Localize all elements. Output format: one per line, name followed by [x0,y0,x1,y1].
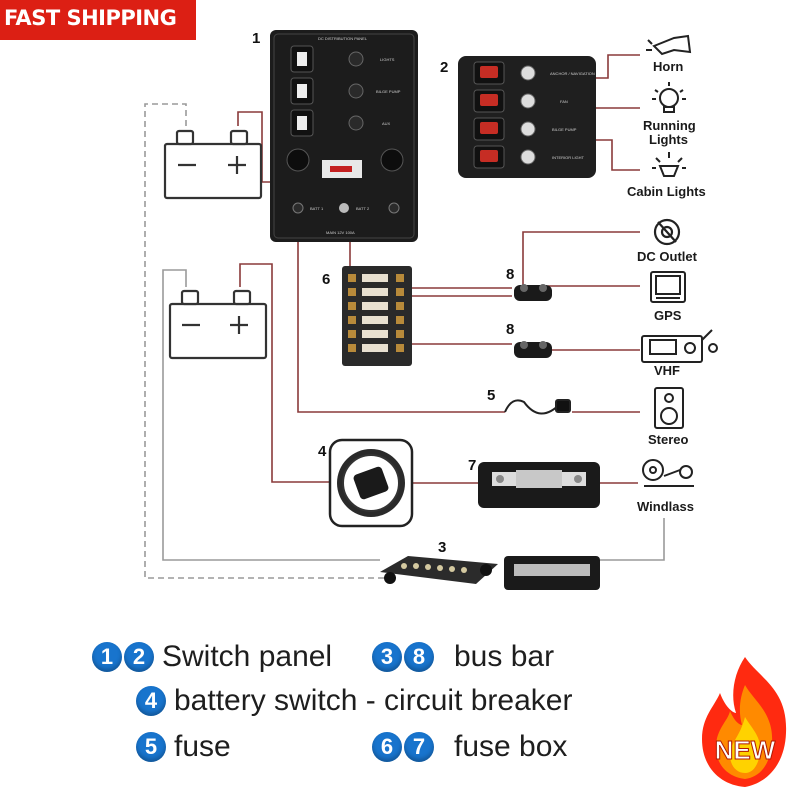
legend-text-fuse-box: fuse box [454,730,568,763]
banner-text: FAST SHIPPING [4,6,177,30]
switch-panel: DC DISTRIBUTION PANEL LIGHTS BILGE PUMP … [270,30,418,242]
rocker-to-cabin-lights-wire [596,139,640,171]
dc-outlet-label: DC Outlet [637,249,698,264]
battery-1 [163,129,263,200]
callout-4: 4 [318,443,327,460]
rocker-to-horn-wire [596,54,640,79]
stereo-speaker-icon [654,387,684,429]
breaker-switch-3 [290,109,364,137]
wires [144,54,665,579]
cabin-lights-icon [652,152,686,177]
legend-badge-1: 1 [92,642,122,672]
windlass-ground-wire [600,518,665,561]
inline-fuse [504,399,571,415]
legend-row-fuse: 5 fuse [136,730,231,764]
callout-7: 7 [468,457,476,474]
rocker-switch-panel: ANCHOR / NAVIGATION FAN BILGE PUMP INTER… [458,56,596,178]
legend-text-battery-switch: battery switch - circuit breaker [174,684,573,717]
fast-shipping-banner: FAST SHIPPING [0,0,196,40]
panel-batt1-label: BATT 1 [310,206,324,211]
new-badge-text: NEW [715,735,776,765]
rocker-label-3: BILGE PUMP [552,127,577,132]
gps-icon [650,271,686,303]
breaker-switch-1 [290,45,364,73]
legend-badge-6: 6 [372,732,402,762]
windlass-icon [642,459,694,487]
legend-text-bus-bar: bus bar [454,640,555,673]
running-lights-label-2: Lights [649,132,688,147]
legend-row-battery-switch: 4 battery switch - circuit breaker [136,684,572,718]
legend-row-bus-bar: 3 8 bus bar [372,640,554,674]
legend-row-switch-panel: 1 2 Switch panel [92,640,332,674]
callout-2: 2 [440,59,448,76]
legend-badge-5: 5 [136,732,166,762]
callout-5: 5 [487,387,495,404]
callout-8b: 8 [506,321,514,338]
legend: 1 2 Switch panel 3 8 bus bar 4 battery s… [0,630,800,780]
callout-3: 3 [438,539,446,556]
running-lights-label-1: Running [643,118,696,133]
windlass-label: Windlass [637,499,694,514]
panel-batt2-label: BATT 2 [356,206,370,211]
callout-1: 1 [252,30,260,47]
bus-bar-3 [380,556,600,590]
battery1-positive-wire [237,111,272,183]
wiring-diagram: DC DISTRIBUTION PANEL LIGHTS BILGE PUMP … [144,30,718,590]
cabin-lights-label: Cabin Lights [627,184,706,199]
battery2-negative-wire [162,269,380,561]
legend-row-fuse-box: 6 7 fuse box [372,730,567,764]
legend-badge-3: 3 [372,642,402,672]
legend-badge-8: 8 [404,642,434,672]
fuse-block-7 [478,462,600,508]
legend-text-fuse: fuse [174,730,231,763]
panel-row3-label: AUX [382,121,391,126]
rocker-label-2: FAN [560,99,568,104]
battery-2 [168,289,268,360]
battery-switch [328,438,414,528]
vhf-radio-icon [641,329,718,363]
legend-badge-7: 7 [404,732,434,762]
callout-6: 6 [322,271,330,288]
bus-bar-8a [514,284,552,301]
bus-bar-8b [514,341,552,358]
legend-badge-4: 4 [136,686,166,716]
vhf-label: VHF [654,363,680,378]
new-badge: NEW [702,657,787,787]
running-lights-icon [652,82,686,113]
panel-row2-label: BILGE PUMP [376,89,401,94]
panel-socket-left [286,148,310,172]
dc-outlet-icon [653,218,681,246]
callout-8a: 8 [506,266,514,283]
dashed-ground-wire [144,103,384,579]
panel-indicator-light [339,203,349,213]
rocker-label-4: INTERIOR LIGHT [552,155,585,160]
busbar-to-dcoutlet-wire [522,231,640,290]
panel-to-stereo-wire [297,242,505,413]
fuse-box [342,266,412,366]
rocker-label-1: ANCHOR / NAVIGATION [550,71,595,76]
legend-text-switch-panel: Switch panel [162,640,333,673]
gps-label: GPS [654,308,682,323]
panel-footer-text: MAIN 12V 100A [326,230,355,235]
legend-badge-2: 2 [124,642,154,672]
horn-icon [646,34,692,56]
panel-header-text: DC DISTRIBUTION PANEL [318,36,368,41]
breaker-switch-2 [290,77,364,105]
panel-row1-label: LIGHTS [380,57,395,62]
horn-label: Horn [653,59,683,74]
stereo-label: Stereo [648,432,689,447]
battery2-positive-wire [239,263,330,483]
panel-socket-right [380,148,404,172]
